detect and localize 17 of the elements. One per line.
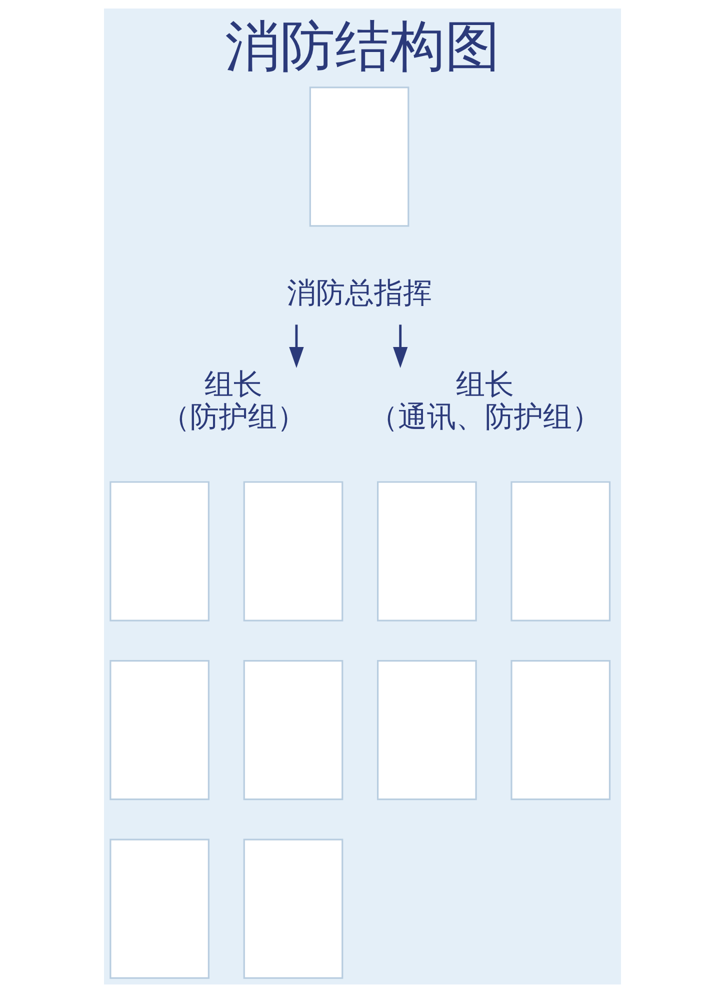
node-box: [376, 481, 476, 622]
node-box: [510, 481, 610, 622]
node-text: 消防总指挥: [286, 275, 432, 310]
node-text: 组长 （防护组）: [160, 367, 306, 434]
node-box: [242, 481, 343, 622]
node-text: 组长 （通讯、防护组）: [368, 367, 600, 434]
arrow: [288, 324, 304, 368]
arrow: [392, 324, 408, 368]
node-box: [308, 86, 409, 227]
node-box: [376, 660, 476, 800]
node-box: [510, 660, 610, 800]
node-box: [109, 481, 209, 622]
node-box: [242, 838, 343, 979]
node-box: [109, 838, 209, 979]
node-box: [242, 660, 343, 800]
diagram-title: 消防结构图: [224, 14, 500, 78]
node-box: [109, 660, 209, 800]
